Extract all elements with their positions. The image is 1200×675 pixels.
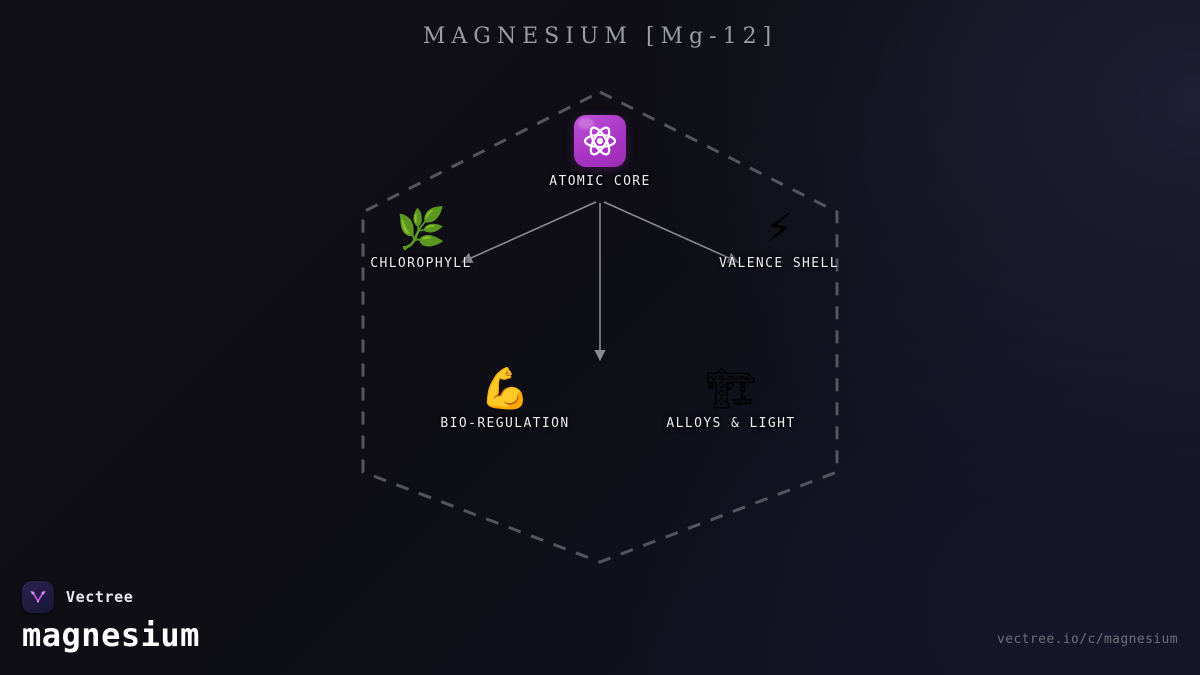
- graph-node-label: ALLOYS & LIGHT: [666, 416, 796, 431]
- atomic-core-tile: [574, 115, 626, 167]
- construction-crane-icon: 🏗: [705, 366, 757, 412]
- brand-name: Vectree: [66, 588, 134, 607]
- footer-brand: Vectree magnesium: [22, 581, 200, 653]
- page-slug: magnesium: [22, 616, 200, 655]
- graph-node-label: VALENCE SHELL: [719, 256, 839, 271]
- flexed-biceps-icon: 💪: [480, 366, 530, 412]
- graph-node-alloys-and-light[interactable]: 🏗 ALLOYS & LIGHT: [621, 369, 841, 431]
- graph-node-valence-shell[interactable]: ⚡ VALENCE SHELL: [669, 209, 889, 271]
- brand-row: Vectree: [22, 581, 200, 614]
- page-title: MAGNESIUM [Mg-12]: [422, 24, 778, 49]
- graph-node-chlorophyll[interactable]: 🌿 CHLOROPHYLL: [311, 209, 531, 271]
- graph-node-atomic-core[interactable]: ATOMIC CORE: [490, 115, 710, 189]
- graph-edges: [460, 201, 740, 362]
- herb-leaf-icon: 🌿: [396, 206, 446, 252]
- vectree-v-logo-icon: [22, 581, 54, 614]
- dashed-hexagon-boundary: [361, 90, 839, 564]
- high-voltage-icon: ⚡: [764, 206, 794, 252]
- edge-core-to-valence-shell: [603, 201, 740, 263]
- atom-icon: [574, 115, 626, 167]
- graph-node-label: BIO-REGULATION: [440, 416, 570, 431]
- footer-url: vectree.io/c/magnesium: [997, 632, 1178, 647]
- graph-node-bio-regulation[interactable]: 💪 BIO-REGULATION: [395, 369, 615, 431]
- edge-core-to-chlorophyll: [460, 201, 597, 263]
- graph-node-label: ATOMIC CORE: [549, 174, 651, 189]
- graph-node-label: CHLOROPHYLL: [370, 256, 472, 271]
